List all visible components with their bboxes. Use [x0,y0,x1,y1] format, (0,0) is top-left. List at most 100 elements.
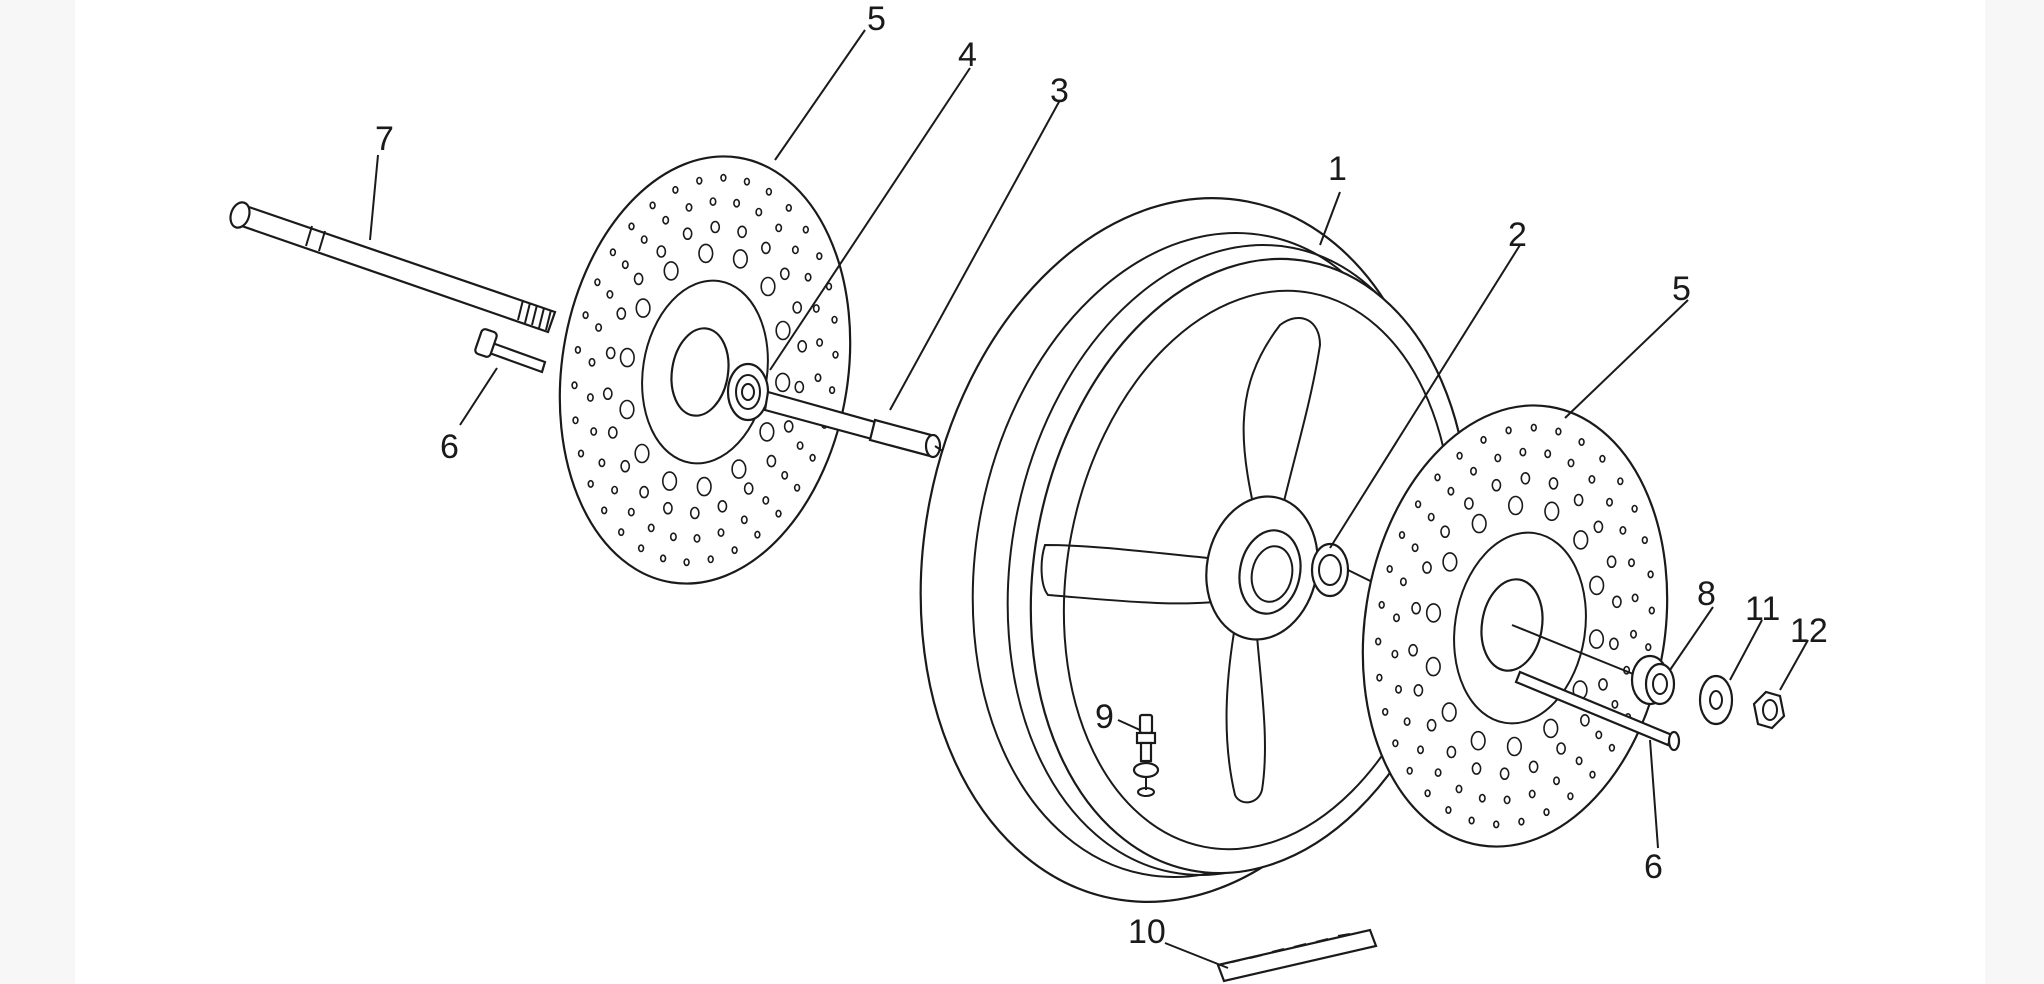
disc-perforation [804,272,812,282]
disc-perforation [1434,768,1442,777]
disc-perforation [696,176,703,185]
disc-perforation [1417,745,1425,755]
disc-perforation [1530,423,1538,432]
disc-perforation [582,311,589,320]
disc-perforation [1548,477,1559,490]
callout-10: 10 [1128,913,1166,951]
disc-perforation [689,506,700,520]
disc-perforation [1573,530,1589,550]
brake-disc-left [558,155,852,585]
disc-perforation [766,454,777,468]
disc-perforation [588,357,596,367]
callout-8: 8 [1697,575,1716,613]
callout-2: 2 [1508,216,1527,254]
disc-perforation [1631,504,1638,513]
disc-perforation [698,243,714,264]
disc-perforation [649,201,656,210]
disc-perforation [709,197,717,206]
disc-perforation [1386,564,1393,573]
callout-4: 4 [958,36,977,74]
disc-perforation [1440,525,1450,539]
disc-perforation [1528,760,1539,774]
disc-perforation [1606,497,1614,507]
disc-perforation [661,471,678,491]
disc-perforation [1480,435,1487,444]
disc-perforation [1395,684,1403,694]
disc-perforation [793,483,801,492]
disc-perforation [755,207,763,217]
disc-perforation [1507,495,1524,516]
disc-perforation [619,347,635,368]
disc-perforation [639,485,649,499]
disc-perforation [663,501,673,515]
disc-perforation [627,507,635,517]
disc-perforation [685,202,693,212]
disc-perforation [1406,766,1413,775]
tire-valve [1132,713,1160,797]
disc-perforation [816,338,824,347]
disc-perforation [717,499,728,513]
disc-perforation [743,482,754,495]
disc-perforation [633,272,644,286]
disc-perforation [1374,637,1382,646]
disc-perforation [1575,756,1583,766]
disc-perforation [1528,789,1536,799]
disc-perforation [1598,678,1608,691]
disc-perforation [598,458,606,468]
disc-perforation [1398,530,1406,539]
disc-perforation [1519,447,1527,457]
disc-perforation [616,307,627,320]
disc-perforation [779,267,790,281]
disc-perforation [1478,793,1486,803]
disc-perforation [1426,718,1437,732]
disc-perforation [1641,536,1649,545]
disc-perforation [785,203,792,212]
disc-perforation [683,558,690,567]
disc-perforation [1609,637,1619,651]
disc-perforation [1413,683,1424,697]
disc-perforation [775,372,791,393]
callout-1: 1 [1328,150,1347,188]
disc-perforation [634,443,650,464]
disc-perforation [1491,478,1502,492]
disc-perforation [1425,603,1442,623]
disc-perforation [1588,474,1596,484]
disc-perforation [1580,713,1590,727]
disc-perforation [1606,555,1617,569]
disc-perforation [775,223,783,233]
disc-perforation [1567,458,1575,468]
disc-perforation [1392,739,1399,748]
disc-perforation [1628,558,1636,568]
disc-perforation [732,249,749,269]
disc-perforation [796,441,804,450]
disc-bolt-right [1514,670,1681,752]
spacer-right [1630,654,1676,706]
disc-perforation [1543,808,1550,817]
washer [1698,674,1734,726]
disc-perforation [1391,649,1399,659]
disc-perforation [717,528,725,537]
disc-perforation [1505,426,1512,435]
disc-perforation [1447,486,1455,496]
disc-perforation [600,506,608,515]
disc-perforation [720,173,727,182]
disc-perforation [1414,500,1422,509]
disc-perforation [1425,656,1441,677]
disc-perforation [620,459,631,473]
disc-perforation [606,289,614,299]
disc-perforation [1608,743,1616,752]
disc-perforation [710,220,721,234]
callout-5-right: 5 [1672,270,1691,308]
disc-perforation [759,422,775,442]
disc-perforation [743,177,751,186]
disc-perforation [1544,501,1560,522]
disc-perforation [1544,449,1552,459]
disc-perforation [1403,717,1411,726]
disc-perforation [1376,673,1383,682]
disc-perforation [1424,789,1431,798]
disc-perforation [590,427,598,436]
disc-perforation [659,554,667,563]
disc-perforation [1408,643,1418,657]
disc-perforation [754,530,761,539]
